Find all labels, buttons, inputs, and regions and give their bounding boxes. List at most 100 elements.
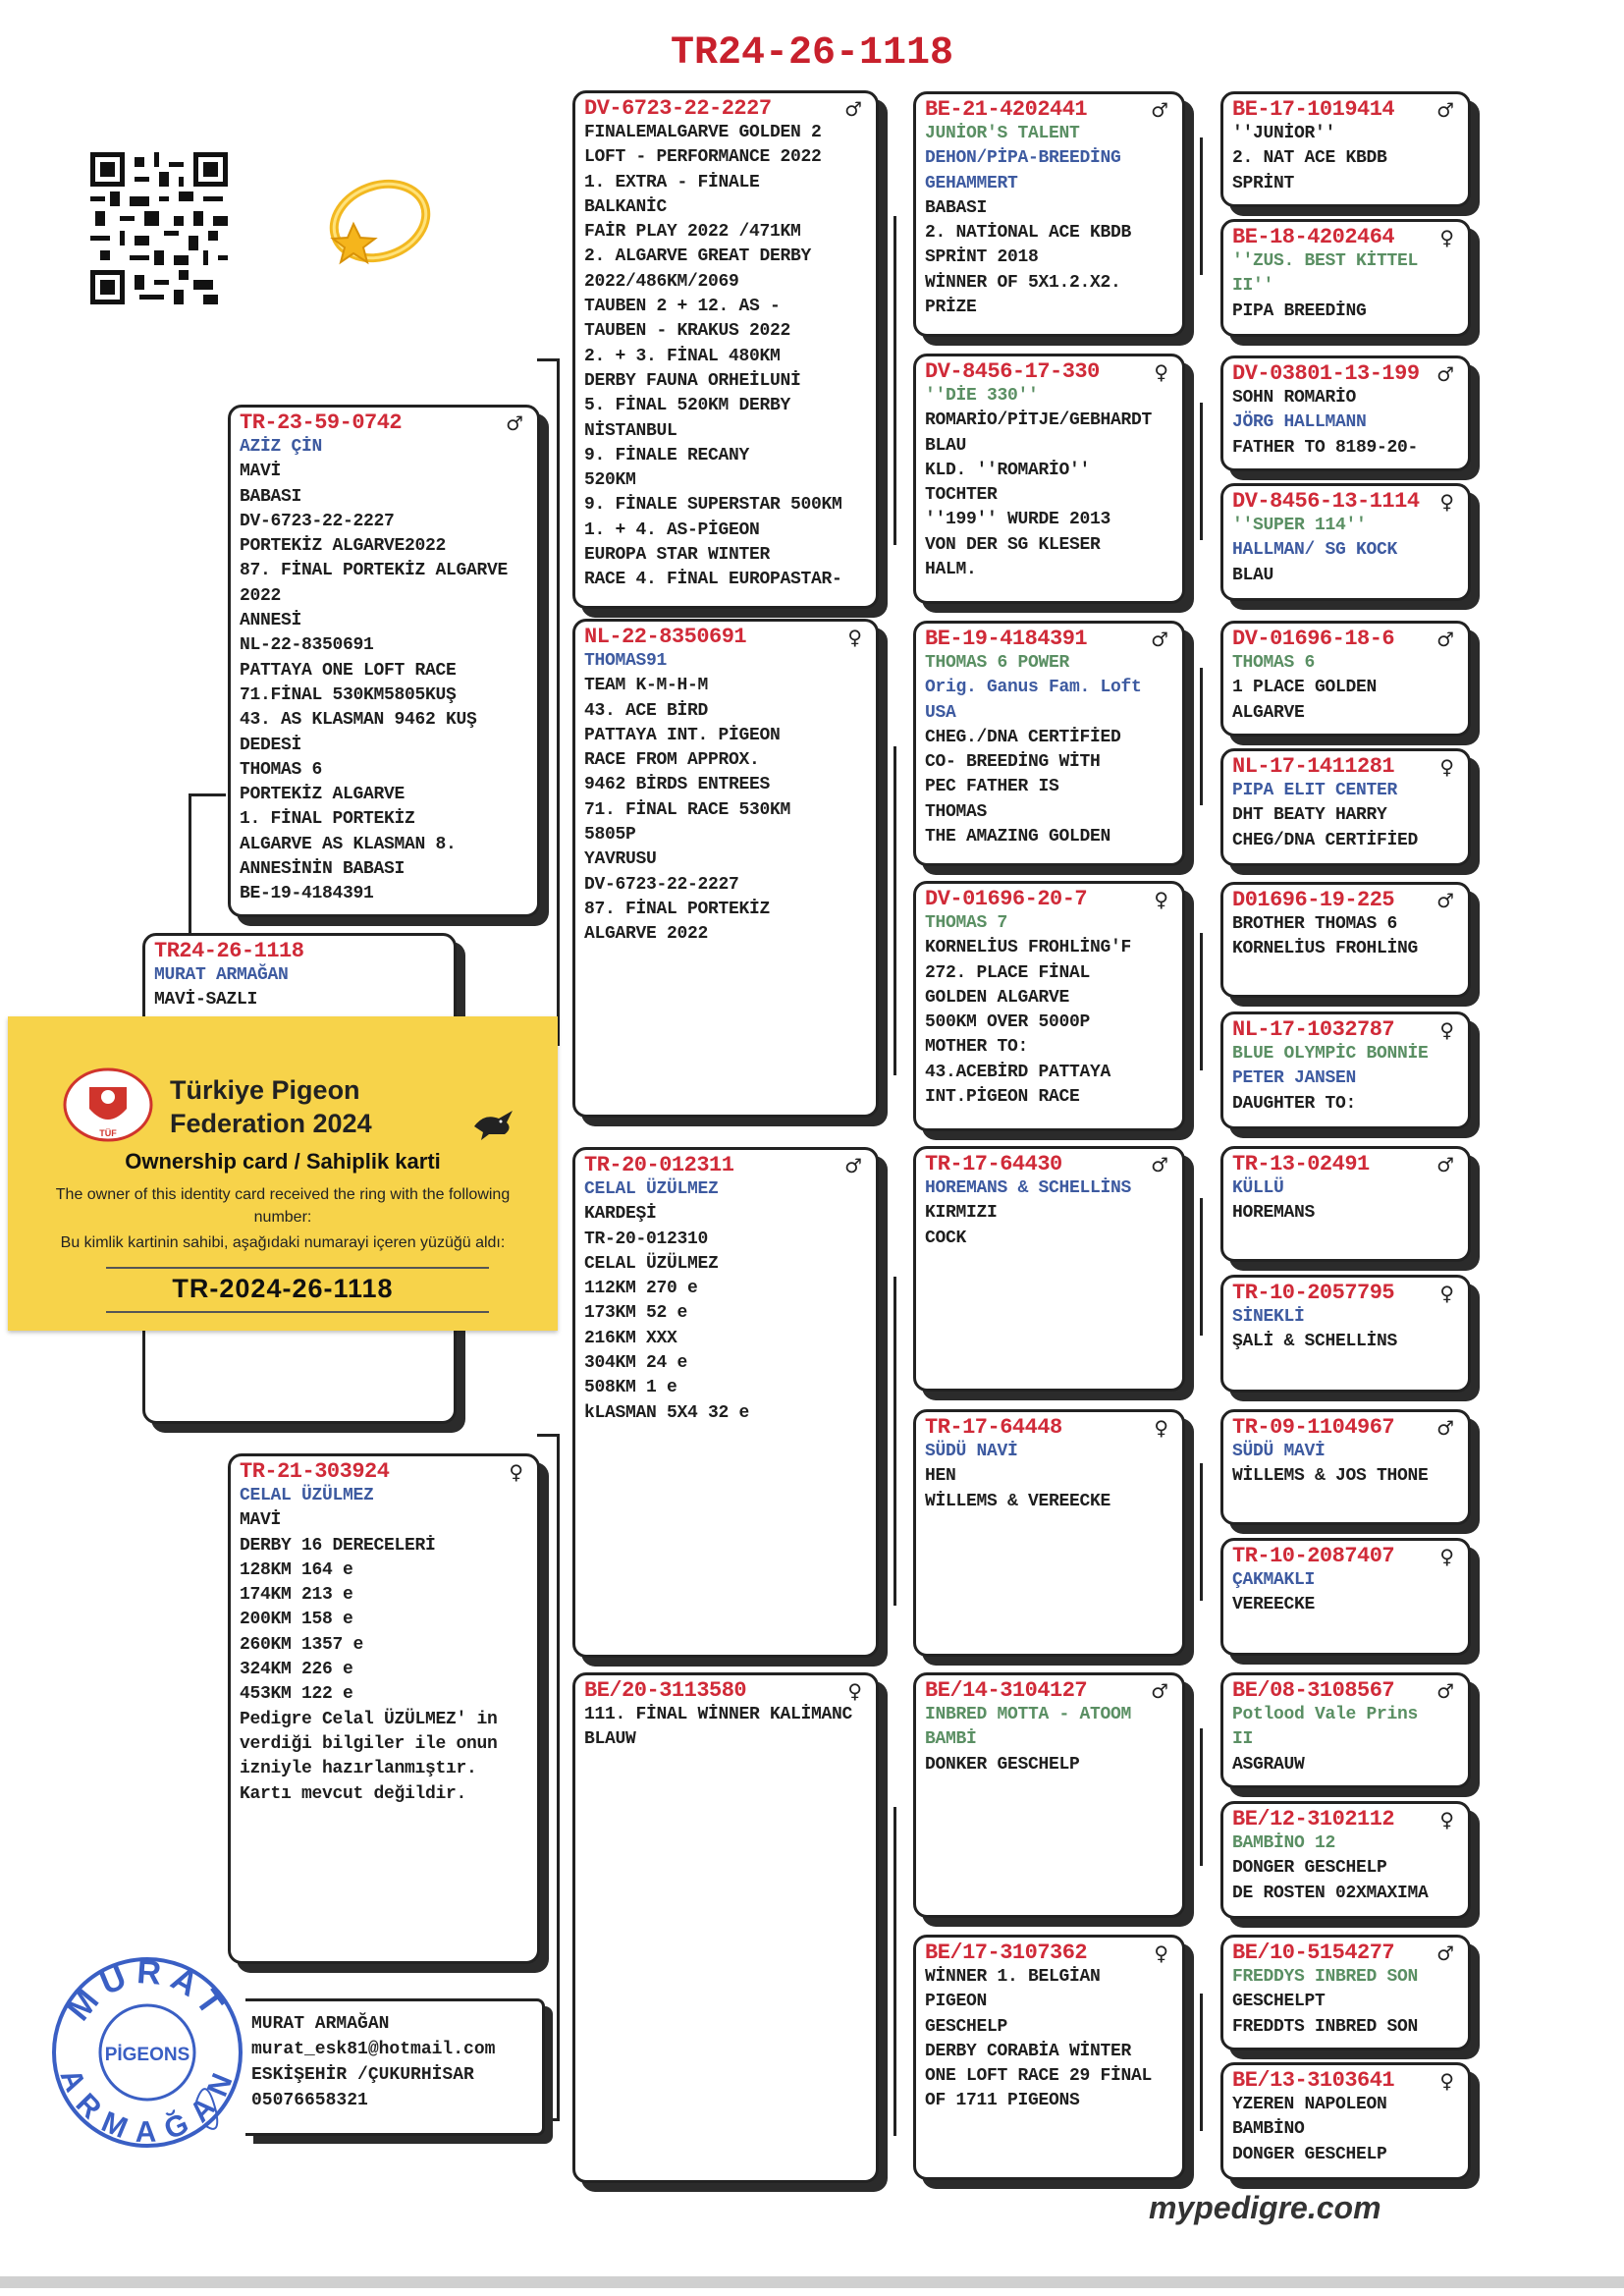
card-line: VON DER SG KLESER [925,534,1101,555]
scan-edge-bar [0,2276,1624,2288]
ring-number: TR-20-012311 [584,1153,734,1177]
card-line: NL-22-8350691 [240,635,374,656]
card-line: PATTAYA ONE LOFT RACE [240,660,457,681]
ring-number: DV-01696-18-6 [1232,627,1395,651]
card-line: ''SUPER 114'' [1232,516,1367,535]
divider [106,1311,489,1313]
card-line: 508KM 1 e [584,1378,677,1398]
connector-line [1200,1198,1203,1336]
card-line: 5805P [584,825,636,846]
ring-number: BE/13-3103641 [1232,2068,1395,2093]
card-line: AZİZ ÇİN [240,437,323,457]
card-line: II [1232,1729,1254,1750]
card-line: OF 1711 PIGEONS [925,2091,1080,2111]
card-line: 260KM 1357 e [240,1634,364,1655]
footer-website[interactable]: mypedigre.com [1149,2190,1381,2225]
ownership-text-en: The owner of this identity card received… [55,1186,511,1226]
female-icon: ♀ [509,1460,523,1484]
card-line: GEHAMMERT [925,173,1018,193]
gen3-card: BE-19-4184391 ♂ THOMAS 6 POWER Orig. Gan… [913,621,1185,866]
contact-box: MURAT ARMAĞAN murat_esk81@hotmail.com ES… [245,1998,545,2136]
divider [106,1267,489,1269]
card-line: FINALEMALGARVE GOLDEN 2 [584,123,822,142]
card-line: 2. NATİONAL ACE KBDB [925,223,1132,244]
granddam-card: NL-22-8350691 ♀ THOMAS91 TEAM K-M-H-M 43… [572,619,879,1118]
card-line: 128KM 164 e [240,1559,353,1580]
card-line: RACE FROM APPROX. [584,750,760,771]
ring-number: DV-03801-13-199 [1232,361,1420,386]
card-line: TAUBEN - KRAKUS 2022 [584,321,791,342]
card-line: BLUE OLYMPİC BONNİE [1232,1044,1429,1064]
card-line: 5. FİNAL 520KM DERBY [584,396,791,416]
stamp-top-text: MURAT [60,1954,227,2028]
card-line: SÜDÜ NAVİ [925,1442,1018,1461]
connector-line [537,358,560,361]
card-line: CELAL ÜZÜLMEZ [584,1253,719,1274]
card-line: 1 PLACE GOLDEN [1232,678,1378,698]
contact-phone[interactable]: 05076658321 [251,2091,368,2110]
card-line: 324KM 226 e [240,1660,353,1680]
gen4-card: DV-8456-13-1114 ♀ ''SUPER 114'' HALLMAN/… [1220,483,1471,601]
qr-code-icon [90,152,228,304]
card-line: ANNESİNİN BABASI [240,859,406,880]
card-line: HOREMANS [1232,1203,1316,1224]
card-line: NİSTANBUL [584,420,677,441]
card-line: HALLMAN/ SG KOCK [1232,540,1398,561]
card-line: CHEG./DNA CERTİFİED [925,727,1121,747]
gen3-card: BE/14-3104127 ♂ INBRED MOTTA - ATOOM BAM… [913,1672,1185,1918]
ring-number: BE/20-3113580 [584,1678,747,1703]
card-line: PIPA BREEDİNG [1232,301,1367,321]
ring-number: TR-17-64448 [925,1415,1062,1440]
card-line: ALGARVE [1232,702,1305,723]
connector-line [557,358,560,1046]
ring-number: TR-09-1104967 [1232,1415,1395,1440]
gen4-card: TR-09-1104967 ♂ SÜDÜ MAVİ WİLLEMS & JOS … [1220,1409,1471,1525]
card-line: SPRİNT 2018 [925,247,1039,268]
card-line: Orig. Ganus Fam. Loft [925,678,1142,698]
card-line: II'' [1232,276,1274,297]
ring-number: TR-21-303924 [240,1459,390,1484]
murat-pigeons-stamp: MURAT ARMAĞAN PİGEONS [52,1954,243,2149]
gen4-card: D01696-19-225 ♂ BROTHER THOMAS 6 KORNELİ… [1220,882,1471,998]
card-line: THOMAS 6 POWER [925,653,1070,673]
card-line: PIGEON [925,1992,988,2012]
card-line: USA [925,702,956,723]
card-line: INBRED MOTTA - ATOOM [925,1705,1132,1724]
card-line: WİLLEMS & VEREECKE [925,1491,1111,1511]
card-line: KIRMIZI [925,1203,998,1224]
card-line: THE AMAZING GOLDEN [925,827,1111,847]
card-line: BAMBİNO [1232,2119,1305,2140]
connector-line [1200,1994,1203,2131]
card-line: BLAU [925,435,967,456]
ring-number: BE/12-3102112 [1232,1807,1395,1831]
ownership-card: TÜF Türkiye Pigeon Federation 2024 Owner… [8,1016,558,1331]
male-icon: ♂ [1436,1416,1454,1440]
card-line: 43.ACEBİRD PATTAYA [925,1062,1111,1082]
ring-number: DV-8456-17-330 [925,359,1100,384]
connector-line [189,793,191,970]
card-line: kLASMAN 5X4 32 e [584,1402,750,1423]
federation-name-line2: Federation 2024 [170,1109,372,1138]
ring-number: BE/08-3108567 [1232,1678,1395,1703]
card-line: 87. FİNAL PORTEKİZ [584,899,771,919]
female-icon: ♀ [1154,888,1168,911]
connector-line [537,2118,560,2121]
card-line: DONGER GESCHELP [1232,2144,1387,2164]
card-line: JÖRG HALLMANN [1232,412,1367,433]
card-line: CELAL ÜZÜLMEZ [240,1486,374,1505]
male-icon: ♂ [1436,1153,1454,1176]
connector-line [557,1434,560,2121]
dam-card: TR-21-303924 ♀ CELAL ÜZÜLMEZ MAVİ DERBY … [228,1453,540,1964]
card-line: ŞALİ & SCHELLİNS [1232,1332,1398,1352]
contact-email[interactable]: murat_esk81@hotmail.com [251,2040,496,2059]
gen4-card: DV-01696-18-6 ♂ THOMAS 6 1 PLACE GOLDEN … [1220,621,1471,737]
federation-name: Türkiye Pigeon Federation 2024 [170,1073,372,1140]
card-line: THOMAS [925,801,988,822]
ring-number: NL-22-8350691 [584,625,747,649]
card-line: 200KM 158 e [240,1610,353,1630]
card-line: ANNESİ [240,611,302,631]
card-line: COCK [925,1228,967,1248]
card-line: ''ZUS. BEST KİTTEL [1232,251,1419,271]
subject-owner: MURAT ARMAĞAN [154,965,289,985]
card-line: DE ROSTEN 02XMAXIMA [1232,1883,1429,1903]
